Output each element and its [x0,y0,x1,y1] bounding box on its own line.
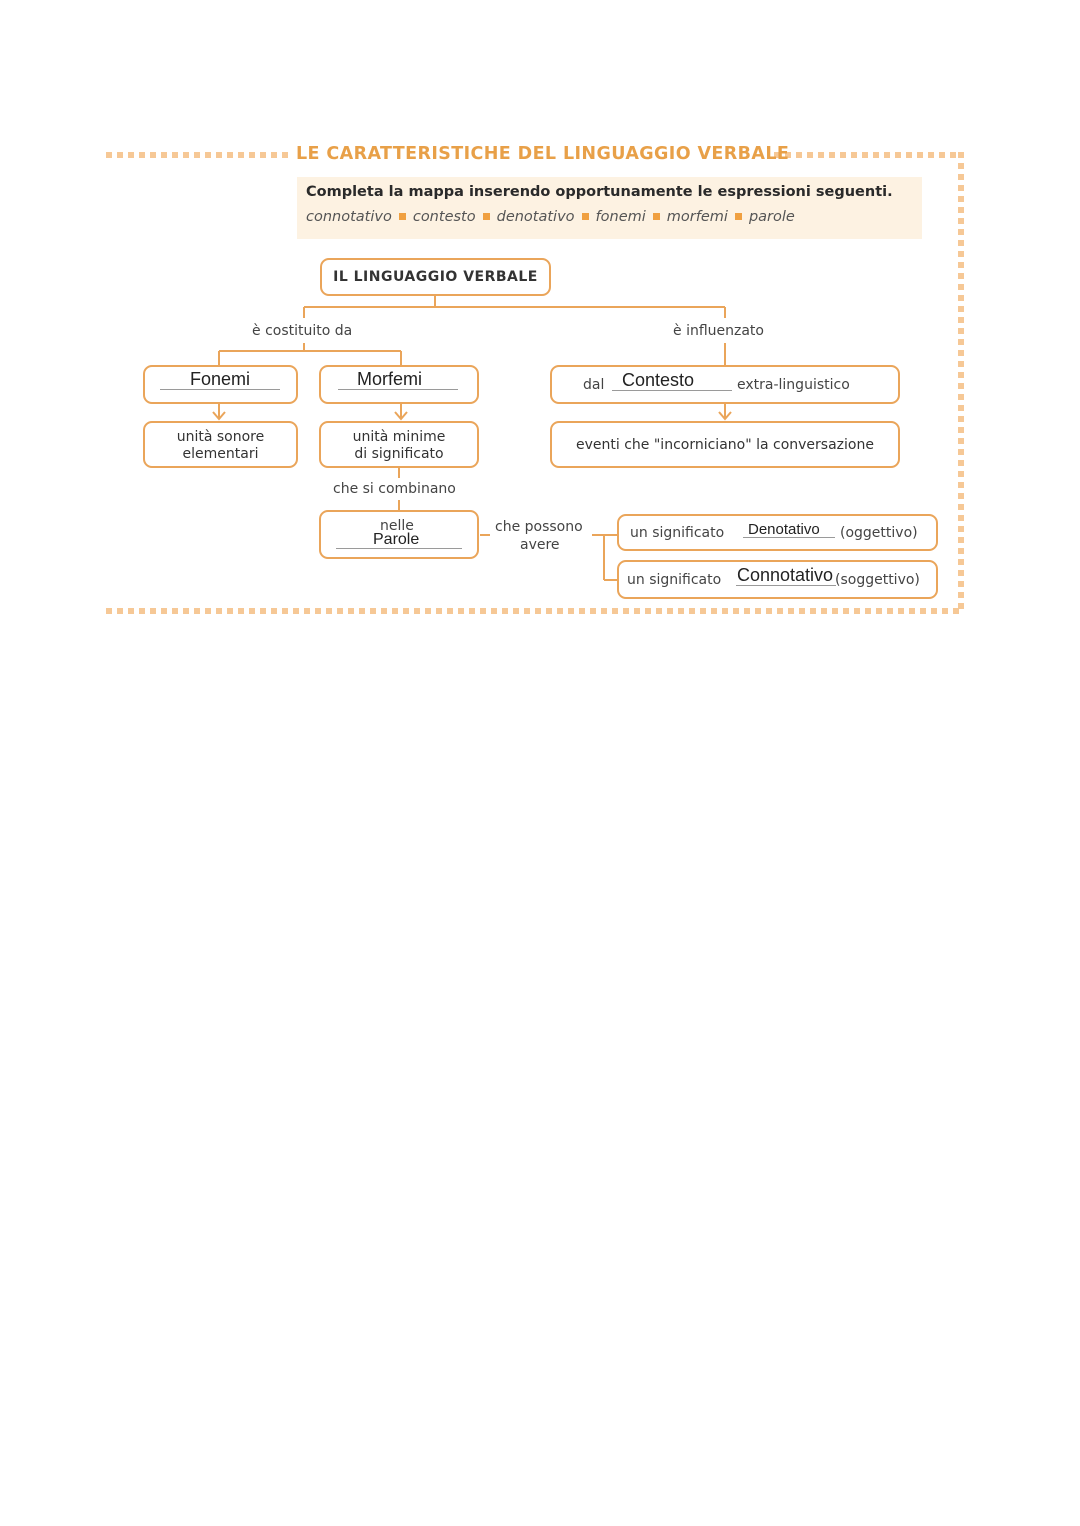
bullet-square-icon [652,213,660,220]
word-fonemi: fonemi [595,209,646,225]
connotativo-node [617,560,938,599]
morfemi-desc-line1: unità minime [352,429,446,445]
link-possono-line1: che possono [495,519,583,535]
root-label: IL LINGUAGGIO VERBALE [333,269,538,285]
word-contesto: contesto [412,209,476,225]
contesto-suffix: extra-linguistico [737,377,850,393]
word-connotativo: connotativo [306,209,392,225]
fonemi-answer[interactable]: Fonemi [190,369,251,389]
parole-answer[interactable]: Parole [373,531,420,548]
frame-top-left-dots [106,152,288,158]
connotativo-suffix: (soggettivo) [835,572,920,588]
section-title: LE CARATTERISTICHE DEL LINGUAGGIO VERBAL… [296,144,790,164]
denotativo-prefix: un significato [630,525,725,541]
connotativo-answer[interactable]: Connotativo [737,565,834,585]
bullet-square-icon [581,213,589,220]
bullet-square-icon [482,213,490,220]
denotativo-answer[interactable]: Denotativo [748,521,820,538]
link-left-label: è costituito da [252,323,353,339]
denotativo-suffix: (oggettivo) [840,525,918,541]
fonemi-desc-line2: elementari [182,446,259,462]
parole-blank-line [336,548,462,549]
fonemi-arrow-icon [212,411,226,421]
word-parole: parole [748,209,795,225]
parole-node [319,510,479,559]
frame-bottom-dots [106,608,964,614]
contesto-answer[interactable]: Contesto [622,370,695,390]
word-bank: connotativo contesto denotativo fonemi morfe… [306,209,795,225]
fonemi-node [143,365,298,404]
contesto-prefix: dal [583,377,605,393]
word-morfemi: morfemi [666,209,728,225]
morfemi-desc-line2: di significato [354,446,444,462]
morfemi-arrow-icon [394,411,408,421]
morfemi-node [319,365,479,404]
word-denotativo: denotativo [496,209,575,225]
parole-prefix: nelle [380,518,414,534]
contesto-blank-line [612,390,732,391]
contesto-arrow-icon [718,411,732,421]
frame-right-dots [958,152,964,614]
fonemi-desc-line1: unità sonore [176,429,265,445]
bullet-square-icon [398,213,406,220]
denotativo-node [617,514,938,551]
contesto-node [550,365,900,404]
morfemi-desc-node: unità minime di significato [319,421,479,468]
link-combine-label: che si combinano [333,481,456,497]
connotativo-blank-line [736,585,836,586]
morfemi-answer[interactable]: Morfemi [357,369,423,389]
frame-top-right-dots [774,152,964,158]
connotativo-prefix: un significato [627,572,722,588]
instruction-text: Completa la mappa inserendo opportunamen… [306,184,893,200]
contesto-desc: eventi che "incorniciano" la conversazio… [576,437,874,453]
morfemi-blank-line [338,389,458,390]
link-right-label: è influenzato [673,323,764,339]
fonemi-blank-line [160,389,280,390]
root-node: IL LINGUAGGIO VERBALE [320,258,551,296]
denotativo-blank-line [743,537,835,538]
fonemi-desc-node: unità sonore elementari [143,421,298,468]
bullet-square-icon [734,213,742,220]
contesto-desc-node: eventi che "incorniciano" la conversazio… [550,421,900,468]
instruction-panel: Completa la mappa inserendo opportunamen… [297,177,922,239]
link-possono-line2: avere [520,537,560,553]
